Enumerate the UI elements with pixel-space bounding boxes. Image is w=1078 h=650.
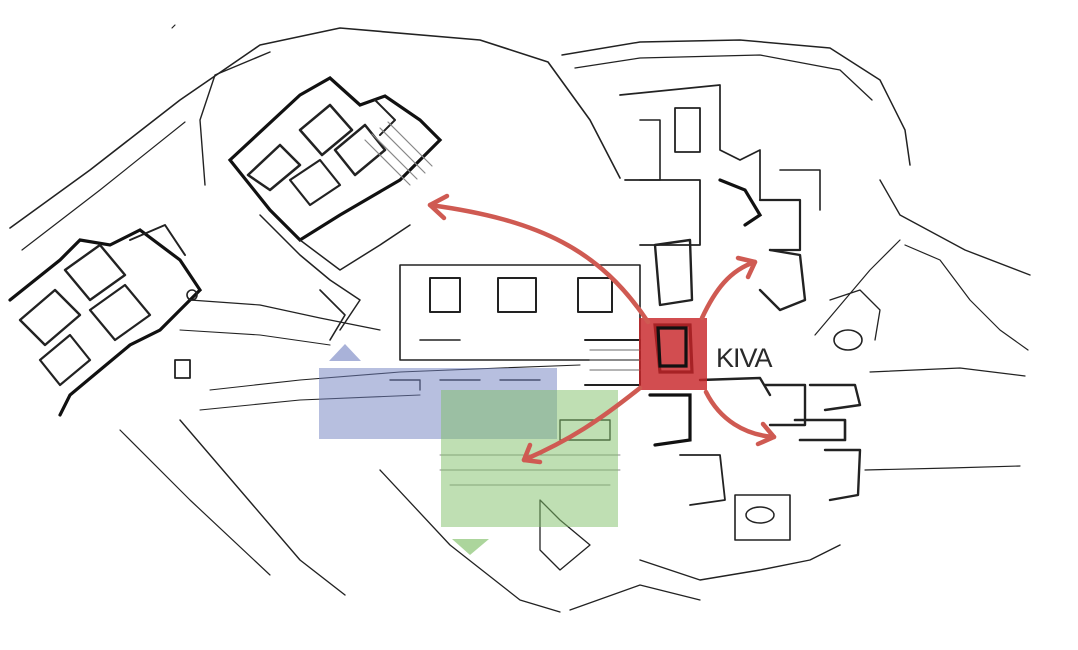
arrow-south-west xyxy=(521,385,643,465)
building-west xyxy=(8,224,203,417)
kiva-label: KIVA xyxy=(716,343,773,373)
kiva-structure xyxy=(656,326,688,368)
building-northeast xyxy=(619,84,821,312)
blue-zone-up-marker xyxy=(329,344,361,361)
building-east xyxy=(584,323,862,541)
zone-green xyxy=(441,390,618,555)
arrow-north-west xyxy=(427,193,651,325)
green-zone-down-marker xyxy=(452,539,489,555)
roads xyxy=(9,24,1031,613)
building-northwest xyxy=(227,76,443,341)
arrow-south-east xyxy=(703,389,777,447)
kiva-hub xyxy=(639,318,707,390)
arrow-north-east xyxy=(699,255,758,321)
